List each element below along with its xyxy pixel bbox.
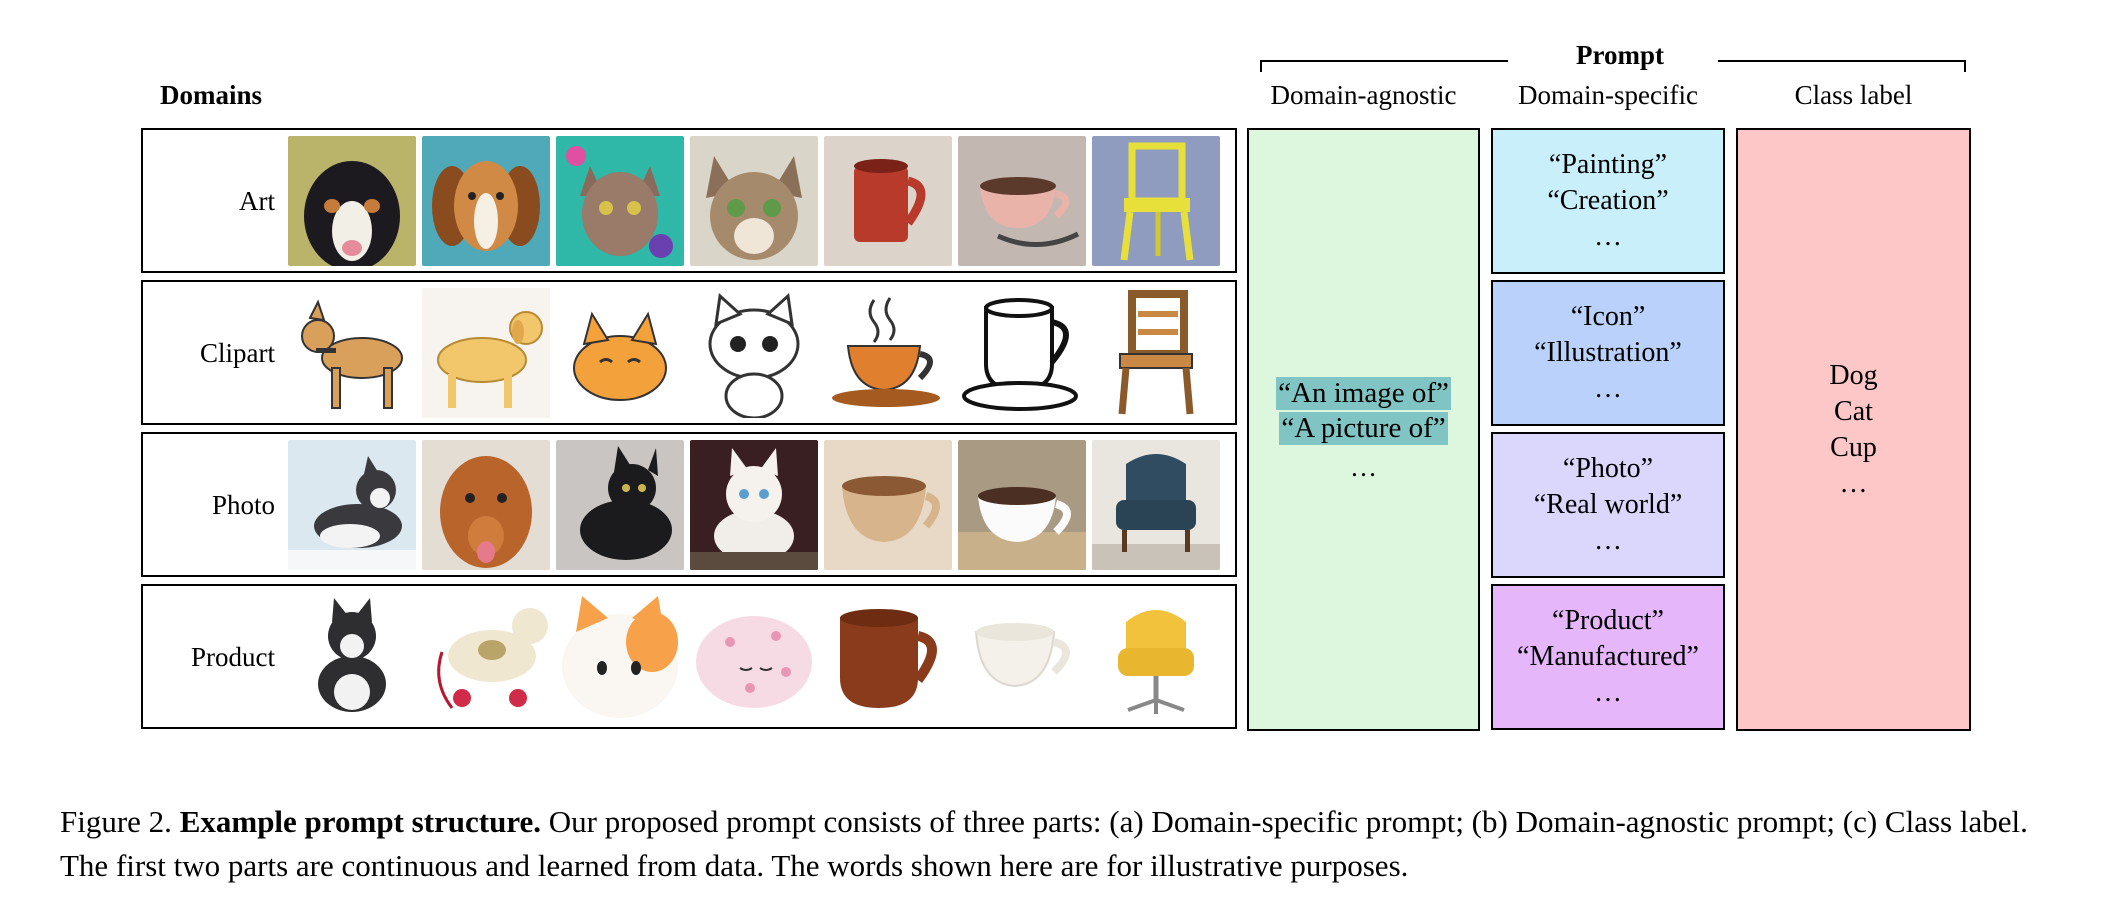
domain-specific-prompt-clipart: “Icon” “Illustration” … <box>1491 280 1725 426</box>
photo-cat-1 <box>556 440 684 570</box>
column-title-domain-agnostic: Domain-agnostic <box>1270 80 1457 110</box>
photo-cup-1 <box>824 440 952 570</box>
class-label-box: Dog Cat Cup … <box>1736 128 1971 731</box>
clipart-dog-1 <box>288 288 416 418</box>
specific-prompt-product-2: “Manufactured” <box>1517 641 1699 672</box>
class-label-dog: Dog <box>1829 359 1878 391</box>
row-label-art: Art <box>239 186 275 216</box>
prompt-bracket-tick-right <box>1964 60 1966 72</box>
row-label-clipart: Clipart <box>200 338 275 368</box>
prompt-bracket-left <box>1260 60 1508 62</box>
figure-caption: Figure 2. Example prompt structure. Our … <box>60 800 2060 888</box>
art-cup-painting-1 <box>824 136 952 266</box>
row-label-photo: Photo <box>211 490 275 520</box>
specific-prompt-photo-2: “Real world” <box>1533 489 1683 520</box>
domains-title: Domains <box>160 80 263 110</box>
clipart-cat-1 <box>556 288 684 418</box>
art-chair-painting <box>1092 136 1220 266</box>
prompt-bracket-right <box>1718 60 1966 62</box>
specific-prompt-art-ellipsis: … <box>1594 221 1622 252</box>
clipart-chair <box>1092 288 1220 418</box>
caption-prefix: Figure 2. <box>60 804 172 839</box>
class-label-cat: Cat <box>1834 395 1873 427</box>
domain-row-clipart <box>141 280 1237 425</box>
product-mug-brown <box>824 592 952 722</box>
art-cat-painting-1 <box>556 136 684 266</box>
clipart-dog-2 <box>422 288 550 418</box>
specific-prompt-photo-ellipsis: … <box>1594 525 1622 556</box>
clipart-cup-1 <box>824 288 952 418</box>
thumbnail-strip-product <box>288 592 1230 722</box>
agnostic-prompt-2: “A picture of” <box>1279 412 1448 445</box>
specific-prompt-photo-1: “Photo” <box>1562 453 1654 484</box>
specific-prompt-clipart-1: “Icon” <box>1570 301 1646 332</box>
product-plush-husky <box>288 592 416 722</box>
column-title-domain-specific: Domain-specific <box>1518 80 1698 110</box>
product-plush-cat-2 <box>690 592 818 722</box>
class-label-ellipsis: … <box>1839 467 1868 499</box>
agnostic-prompt-ellipsis: … <box>1350 452 1377 482</box>
photo-cup-2 <box>958 440 1086 570</box>
caption-text: Our proposed prompt consists of three pa… <box>60 804 2028 883</box>
domain-specific-prompt-art: “Painting” “Creation” … <box>1491 128 1725 274</box>
prompt-title: Prompt <box>1576 40 1664 70</box>
thumbnail-strip-art <box>288 136 1230 266</box>
thumbnail-strip-photo <box>288 440 1230 570</box>
photo-cat-2 <box>690 440 818 570</box>
photo-chair <box>1092 440 1220 570</box>
class-label-cup: Cup <box>1830 431 1877 463</box>
domain-row-photo <box>141 432 1237 577</box>
specific-prompt-product-ellipsis: … <box>1594 677 1622 708</box>
domain-row-product <box>141 584 1237 729</box>
photo-dog-1 <box>288 440 416 570</box>
specific-prompt-clipart-2: “Illustration” <box>1534 337 1682 368</box>
specific-prompt-clipart-ellipsis: … <box>1594 373 1622 404</box>
column-title-class-label: Class label <box>1794 80 1913 110</box>
art-dog-painting-1 <box>288 136 416 266</box>
art-cup-painting-2 <box>958 136 1086 266</box>
clipart-cup-2 <box>958 288 1086 418</box>
clipart-cat-2 <box>690 288 818 418</box>
domain-row-art <box>141 128 1237 273</box>
art-dog-painting-2 <box>422 136 550 266</box>
product-chair-yellow <box>1092 592 1220 722</box>
domain-specific-prompt-photo: “Photo” “Real world” … <box>1491 432 1725 578</box>
caption-bold-title: Example prompt structure. <box>179 804 542 839</box>
agnostic-prompt-1: “An image of” <box>1276 377 1451 410</box>
product-toy-dog <box>422 592 550 722</box>
specific-prompt-art-2: “Creation” <box>1547 185 1669 216</box>
prompt-bracket-tick-left <box>1260 60 1262 72</box>
product-plush-cat-1 <box>556 592 684 722</box>
row-label-product: Product <box>191 642 275 672</box>
product-cup-white <box>958 592 1086 722</box>
photo-dog-2 <box>422 440 550 570</box>
specific-prompt-art-1: “Painting” <box>1548 149 1668 180</box>
art-cat-painting-2 <box>690 136 818 266</box>
thumbnail-strip-clipart <box>288 288 1230 418</box>
domain-agnostic-prompt-box: “An image of” “A picture of” … <box>1247 128 1480 731</box>
specific-prompt-product-1: “Product” <box>1552 605 1664 636</box>
domain-specific-prompt-product: “Product” “Manufactured” … <box>1491 584 1725 730</box>
